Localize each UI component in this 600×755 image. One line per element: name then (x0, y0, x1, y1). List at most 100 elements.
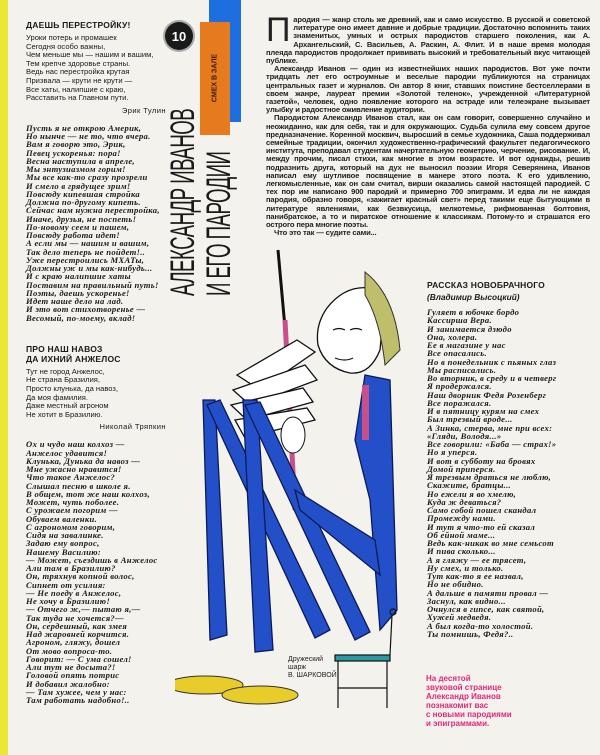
text-line: Тут как-то я ее назвал, (427, 571, 524, 581)
text-line: Вам я говорю это, Эрик, (26, 139, 126, 150)
text-line: звуковой странице (426, 683, 502, 692)
text-line: И тут я что-то ей сказал (427, 521, 536, 532)
text-line: Был трезвый вроде... (427, 414, 513, 425)
text-line: Все опасались. (427, 348, 487, 359)
poem2-author: Николай Тряпкин (99, 422, 166, 432)
article-paragraph: Александр Иванов — один из известнейших … (266, 64, 590, 115)
article-paragraph: ародия — жанр столь же древний, как и са… (266, 15, 590, 66)
text-line: Поэты, даешь ускоренье! (26, 287, 130, 298)
text-line: Не страна Бразилия, (26, 375, 101, 385)
text-line: Наш дворник Федя Розенберг (427, 389, 547, 400)
intro-article: П ародия — жанр столь же древний, как и … (266, 11, 590, 238)
text-line: и эпиграммами. (426, 719, 490, 728)
text-line: Должна по-другому кипеть. (26, 197, 141, 207)
right-column: РАССКАЗ НОВОБРАЧНОГО (Владимир Высоцкий)… (427, 280, 597, 638)
text-line: Так туда не хочется?— (26, 612, 124, 623)
text-line: Хужей медведя. (427, 612, 492, 623)
text-line: Гуляет в юбочке бордо (427, 307, 520, 317)
text-line: Все говорили: «Баба — страх!» (427, 439, 557, 449)
text-line: Пусть я не открою Америк, (26, 122, 142, 133)
shoes-icon (175, 675, 299, 705)
text-line: Но не обидно. (427, 579, 484, 590)
text-line: — Может, съездишь в Анжелос (26, 554, 158, 565)
text-line: Нашему Василию: (26, 546, 102, 557)
text-line: Может, чуть поболее. (26, 497, 120, 508)
text-line: Александр Иванов (426, 692, 501, 701)
text-line: Весна наступила в апреле, (26, 155, 135, 166)
text-line: И вот в субботу на бровях (427, 455, 536, 466)
caricature-illustration (175, 249, 401, 708)
text-line: Об ейной маме... (427, 529, 496, 540)
text-line: Идет наше дело на лад. (26, 296, 124, 306)
hand-icon (280, 416, 306, 454)
text-line: Должны уж и мы как-нибудь... (26, 263, 153, 273)
text-line: Головой опять потрис (26, 670, 120, 681)
text-line: Али тут не досыта?! (26, 662, 116, 673)
text-line: Анжелос удавится! (26, 447, 108, 458)
text-line: И пива сколько... (427, 546, 496, 557)
text-line: Само собой пошел скандал (427, 505, 537, 515)
text-line: — Не поеду в Анжелос, (26, 587, 122, 598)
text-line: И с краю налипшие хаты (26, 271, 131, 282)
text-line: С агрономом говорим, (26, 521, 116, 532)
text-line: Говорит: — С ума сошел! (26, 653, 132, 664)
text-line: Сидя на завалинке. (26, 530, 104, 541)
text-line: Он, сердешный, как змея (26, 620, 128, 631)
text-line: Расставить на Главном пути. (26, 93, 129, 103)
text-line: Даже местный агроном (26, 401, 109, 411)
poem1-title: ДАЕШЬ ПЕРЕСТРОЙКУ! (26, 20, 131, 30)
text-line: А дальше в памяти провал — (427, 587, 549, 598)
text-line: Так дело теперь не пойдет!.. (26, 246, 146, 257)
text-line: Клунька, Дунька да навоз — (26, 455, 141, 466)
poem2-title-line1: ПРО НАШ НАВОЗ (26, 343, 103, 354)
text-line: Ох и чудо наш колхоз — (26, 439, 125, 450)
text-line: По-новому сеем и пашем, (26, 221, 130, 232)
text-line: Слышал песню в школе я. (26, 480, 131, 491)
text-line: Скажите, братцы... (427, 480, 511, 491)
text-line: Заснул, как видно... (427, 595, 506, 606)
text-line: От мово вопроса-то. (26, 645, 113, 656)
text-line: Ведь как-никак во мне семьсот (427, 538, 555, 548)
article-paragraph: Что это так — судите сами... (274, 228, 377, 238)
text-line: Очнулся в гипсе, как святой, (427, 604, 545, 614)
orange-rubric-block (200, 22, 230, 135)
text-line: Повсюду работа идет! (26, 230, 120, 240)
text-line: «Гляди, Володя...» (427, 430, 502, 441)
text-line: И в пятницу курям на смех (427, 406, 540, 416)
text-line: Все хаты, налипшие с краю, (26, 84, 126, 94)
text-line: Ты помнишь, Федя?.. (427, 628, 514, 639)
text-line: Уроки потерь и промашек (26, 33, 117, 42)
text-line: И смело в грядущее зрим! (26, 180, 131, 191)
text-line: Не хочу в Бразилию! (26, 596, 110, 607)
text-line: Но я уперся. (427, 447, 478, 458)
suit-figure (202, 374, 398, 653)
text-line: Что такое Анжелос? (26, 472, 116, 483)
necktie (362, 385, 369, 440)
poem2-body: Тут не город Анжелос,Не страна Бразилия,… (26, 367, 166, 420)
text-line: А если мы — нашим и вашим, (26, 238, 150, 249)
text-line: Ну смех, и только. (427, 562, 504, 573)
text-line: С урожаем погорим — (26, 505, 118, 516)
chair-icon (334, 608, 397, 708)
text-line: Да моя фамилия. (26, 392, 88, 402)
parody2-body: Ох и чудо наш колхоз —Анжелос удавится!К… (26, 439, 166, 705)
text-line: Поставим на правильный путь! (26, 279, 159, 290)
text-line: Чем меньше мы — нашим и вашим, (26, 50, 154, 60)
text-line: Сипнет от усилия: (26, 579, 106, 590)
illustration-caption: Дружеский шарж В. ШАРКОВОЙ (288, 656, 337, 680)
drop-cap: П (266, 11, 291, 49)
text-line: А я гляжу — ее трясет, (427, 554, 527, 565)
text-line: Весомый, по-моему, вклад! (26, 312, 136, 323)
text-line: Агроном, гляжу, дошел (26, 637, 121, 648)
text-line: В общем, тот же наш колхоз, (26, 488, 150, 499)
text-line: Сейчас нам нужна перестройка, (26, 205, 160, 216)
text-line: Просто клунька, да навоз, (26, 383, 119, 393)
text-line: Уже перестроились МХАТы, (26, 254, 145, 265)
text-line: Задаю ему вопрос, (26, 538, 100, 549)
text-line: Во вторник, в среду и в четверг (427, 373, 557, 383)
text-line: Обуваем валенки. (26, 513, 98, 524)
text-line: Мне ужасно нравится! (26, 464, 122, 475)
text-line: Все поражался. (427, 397, 492, 408)
text-line: Повсюду кипевшая стройка (26, 188, 141, 199)
